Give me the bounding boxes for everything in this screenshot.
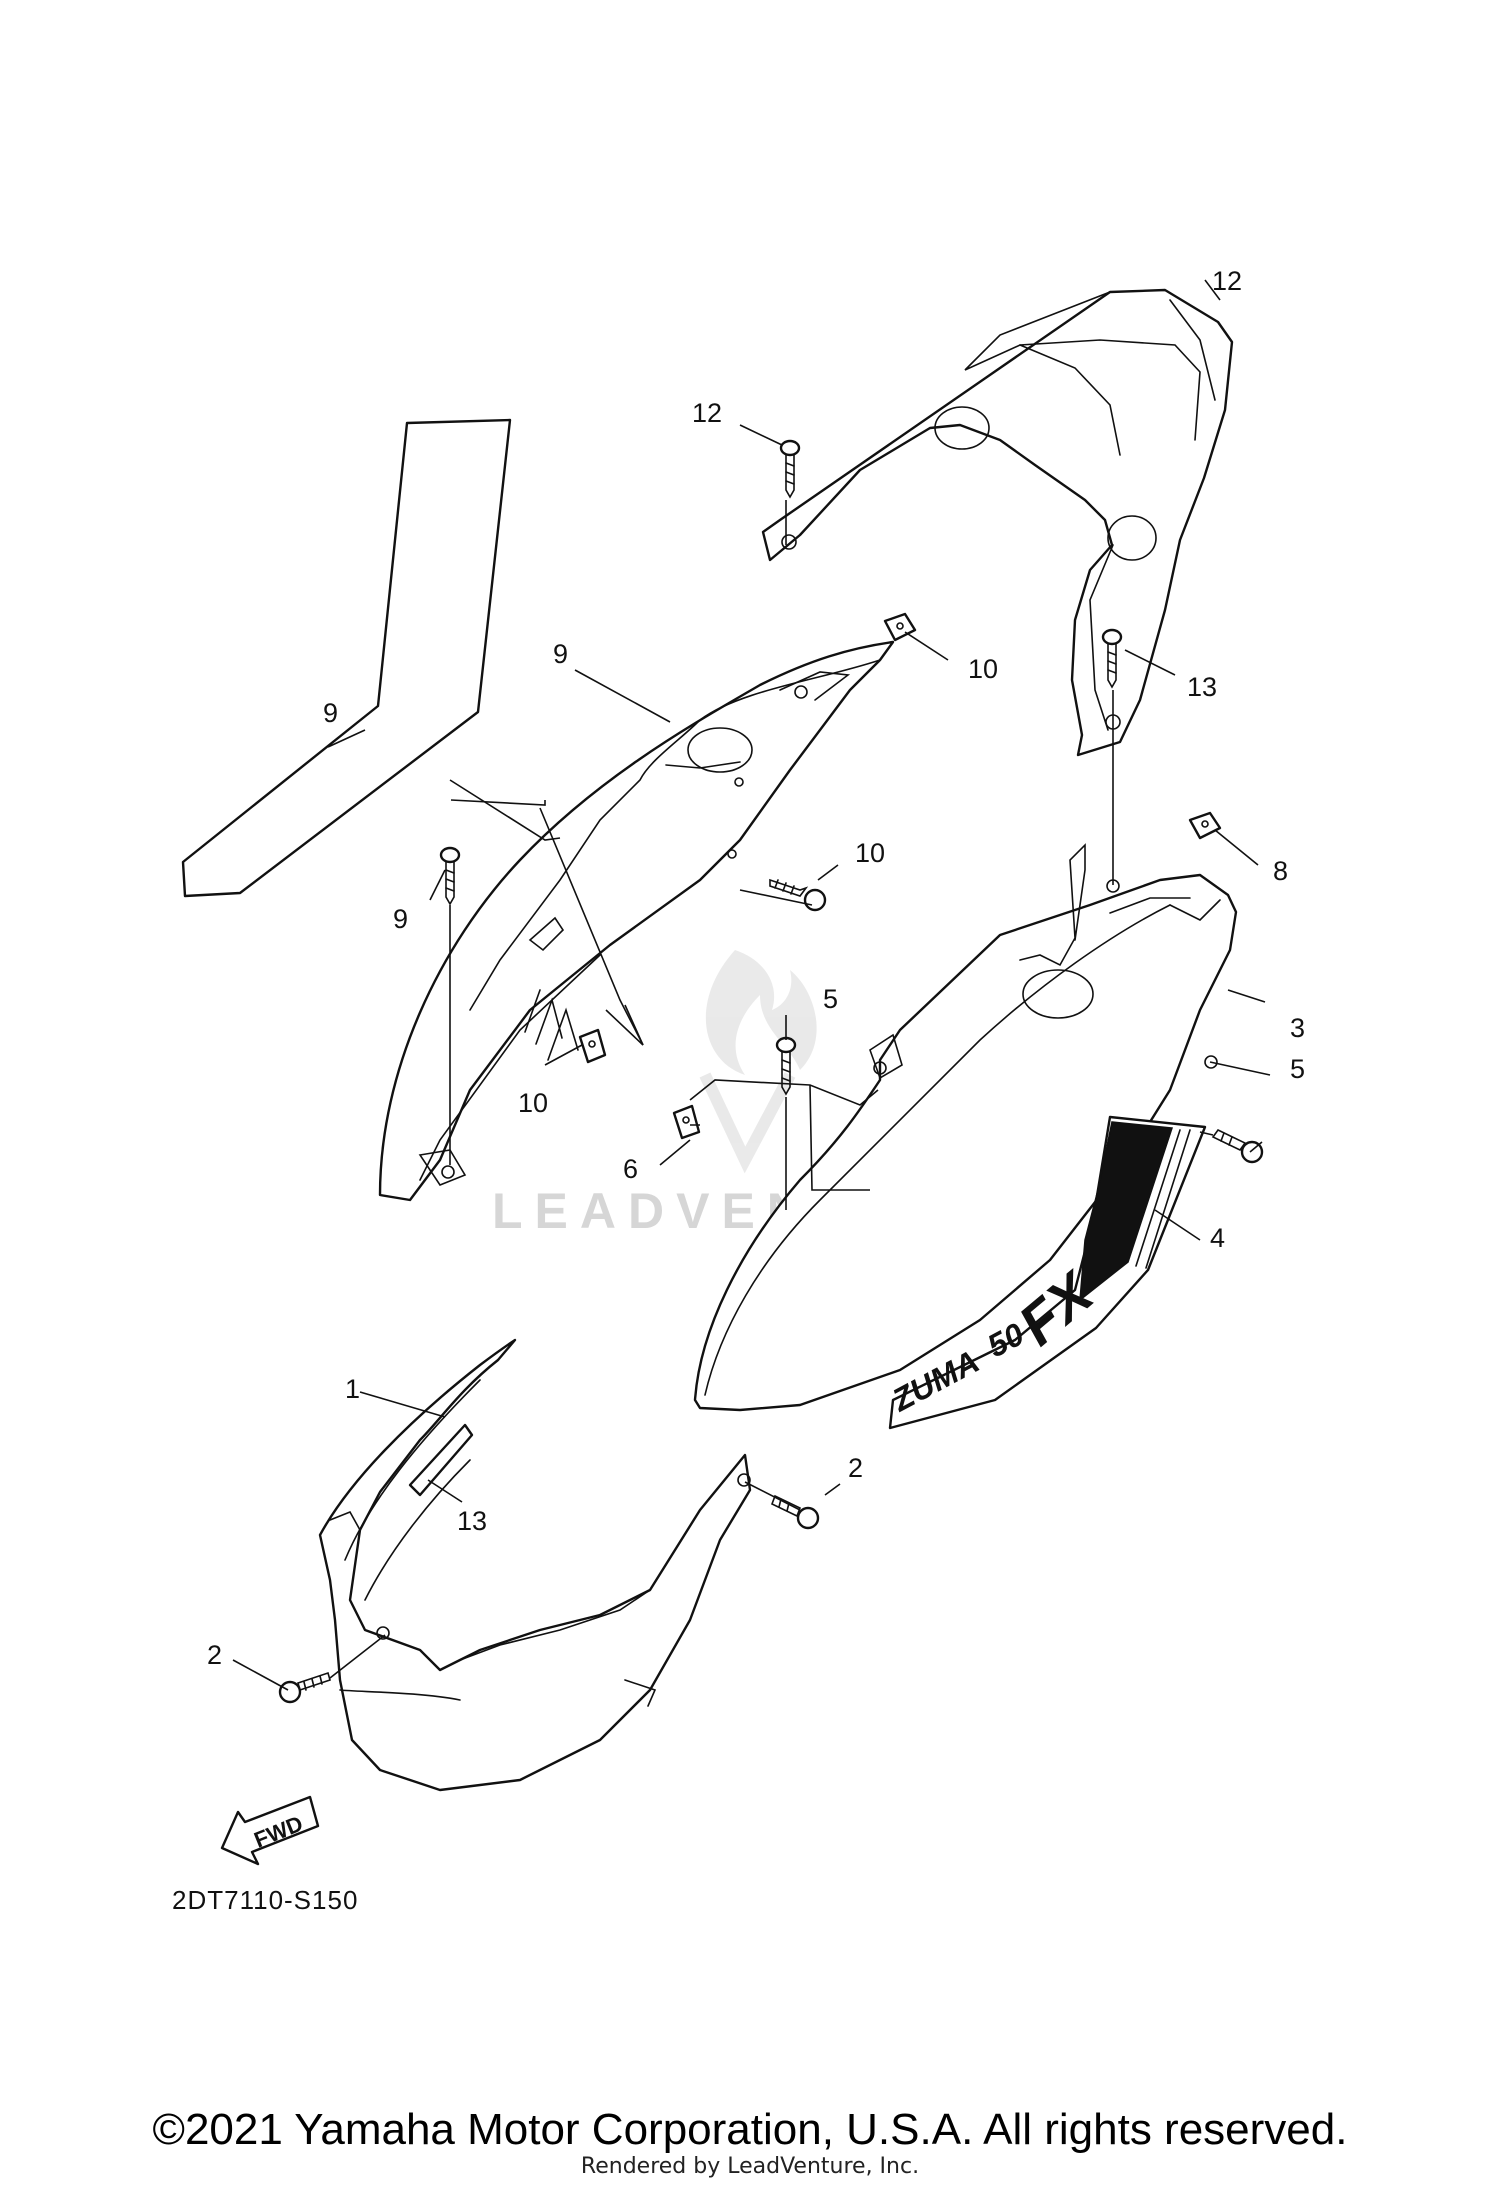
part-6-clip-lower	[672, 1104, 701, 1140]
callout-9-left: 9	[393, 904, 408, 934]
callout-5-right: 5	[1290, 1054, 1305, 1084]
callout-10-upper: 10	[968, 654, 998, 684]
callout-8: 9	[323, 698, 338, 728]
part-12-screw-lower	[1101, 628, 1123, 689]
callout-6-lower: 6	[623, 1154, 638, 1184]
leader-lines	[232, 279, 1271, 1691]
fwd-arrow-icon: FWD	[220, 1795, 320, 1866]
leadventure-watermark-logo	[699, 950, 817, 1174]
callout-1: 1	[345, 1374, 360, 1404]
part-13-emblem	[408, 1423, 474, 1497]
rendered-by-notice: Rendered by LeadVenture, Inc.	[580, 2154, 920, 2179]
part-5-screw-left	[775, 1036, 797, 1096]
callout-5-left: 5	[823, 984, 838, 1014]
callout-11: 12	[1212, 266, 1242, 296]
callout-4: 4	[1210, 1223, 1225, 1253]
part-3-side-cover	[693, 843, 1238, 1412]
copyright-notice: ©2021 Yamaha Motor Corporation, U.S.A. A…	[152, 2105, 1348, 2154]
callout-6-upper: 8	[1273, 856, 1288, 886]
callout-3: 3	[1290, 1013, 1305, 1043]
callout-labels: 12 12 13 9 10 9 10 9 8 5 3 10 5 6 4 1 2 …	[207, 266, 1305, 1670]
diagram-code: 2DT7110-S150	[172, 1885, 359, 1915]
part-6-clip-upper	[1188, 811, 1222, 840]
part-5-screw-right	[1211, 1128, 1264, 1164]
part-2-screw-left	[278, 1671, 331, 1704]
part-10-clip-lower	[578, 1028, 607, 1064]
part-9-screw-left	[439, 846, 461, 906]
part-8-decal	[181, 418, 512, 898]
callout-10-lower: 10	[518, 1088, 548, 1118]
callout-7: 9	[553, 639, 568, 669]
part-1-lower-cover	[318, 1338, 752, 1792]
part-2-screw-right	[770, 1494, 820, 1530]
callout-12-upper: 12	[692, 398, 722, 428]
callout-9-right: 10	[855, 838, 885, 868]
callout-12-lower: 13	[1187, 672, 1217, 702]
part-9-screw-right	[769, 878, 827, 912]
callout-13: 13	[457, 1506, 487, 1536]
part-7-inner-panel	[378, 640, 895, 1202]
callout-2-right: 2	[848, 1453, 863, 1483]
callout-2-left: 2	[207, 1640, 222, 1670]
part-12-screw-upper	[779, 439, 801, 499]
